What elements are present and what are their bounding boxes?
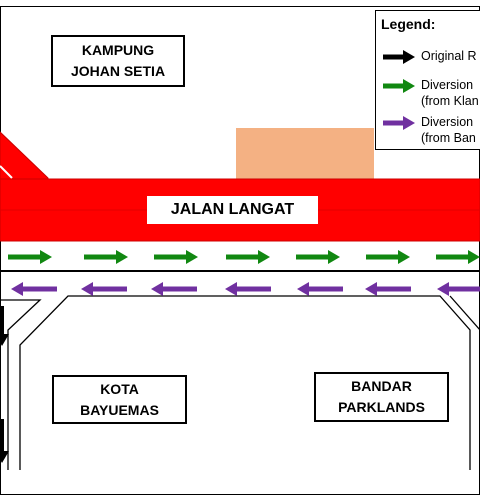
legend-green-arrow-icon: [383, 79, 415, 93]
diversion-klang-arrows: [8, 250, 480, 264]
black-arrow-down-icon: [0, 419, 9, 463]
legend-arrow-right-icon: [383, 116, 415, 130]
purple-arrow-left-icon: [297, 282, 343, 296]
legend-purple-arrow-icon: [383, 116, 415, 130]
legend-banting-line-2: (from Ban: [421, 131, 476, 145]
diversion-banting-arrows: [11, 282, 480, 296]
kota-bayuemas-label: KOTA BAYUEMAS: [52, 375, 187, 424]
legend-klang-line-2: (from Klan: [421, 94, 479, 108]
right-access-road-edge-outer: [449, 295, 480, 331]
purple-arrow-left-icon: [365, 282, 411, 296]
legend-original-line-1: Original R: [421, 49, 477, 63]
green-arrow-right-icon: [226, 250, 270, 264]
legend-diversion-banting-text: Diversion (from Ban: [421, 114, 476, 146]
kota-line-1: KOTA: [100, 380, 139, 397]
purple-arrow-left-icon: [437, 282, 480, 296]
connector-road-marking: [0, 165, 13, 179]
jalan-langat-label: JALAN LANGAT: [147, 196, 318, 224]
legend-arrow-right-icon: [383, 79, 415, 93]
green-arrow-right-icon: [436, 250, 480, 264]
kota-line-2: BAYUEMAS: [80, 401, 159, 418]
green-arrow-right-icon: [8, 250, 52, 264]
legend-diversion-banting: Diversion (from Ban: [382, 114, 476, 146]
purple-arrow-left-icon: [11, 282, 57, 296]
legend-black-arrow-icon: [383, 50, 415, 64]
kampung-johan-setia-label: KAMPUNG JOHAN SETIA: [51, 35, 185, 87]
legend-original-route: Original R: [382, 48, 477, 65]
legend-title: Legend:: [381, 16, 436, 32]
green-arrow-right-icon: [84, 250, 128, 264]
purple-arrow-left-icon: [151, 282, 197, 296]
black-arrow-down-icon: [0, 306, 9, 346]
legend-original-route-text: Original R: [421, 48, 477, 64]
purple-arrow-left-icon: [225, 282, 271, 296]
purple-arrow-left-icon: [81, 282, 127, 296]
bandar-line-2: PARKLANDS: [338, 399, 425, 415]
building-block: [236, 128, 374, 179]
kampung-line-1: KAMPUNG: [81, 42, 155, 58]
right-access-road-edge: [76, 295, 471, 470]
bandar-parklands-label: BANDAR PARKLANDS: [314, 372, 449, 422]
original-route-arrows: [0, 306, 9, 463]
legend-arrow-right-icon: [383, 50, 415, 64]
left-access-road-edge: [0, 299, 42, 470]
green-arrow-right-icon: [154, 250, 198, 264]
bandar-line-1: BANDAR: [351, 378, 412, 394]
legend-banting-line-1: Diversion: [421, 115, 474, 129]
green-arrow-right-icon: [296, 250, 340, 264]
legend-diversion-klang-text: Diversion (from Klan: [421, 77, 479, 109]
legend-diversion-klang: Diversion (from Klan: [382, 77, 479, 109]
green-arrow-right-icon: [366, 250, 410, 264]
legend: Legend: Original R Diversion (from Klan …: [375, 10, 480, 150]
left-access-road-edge-inner: [19, 295, 76, 470]
legend-klang-line-1: Diversion: [421, 78, 474, 92]
kampung-line-2: JOHAN SETIA: [70, 63, 166, 79]
